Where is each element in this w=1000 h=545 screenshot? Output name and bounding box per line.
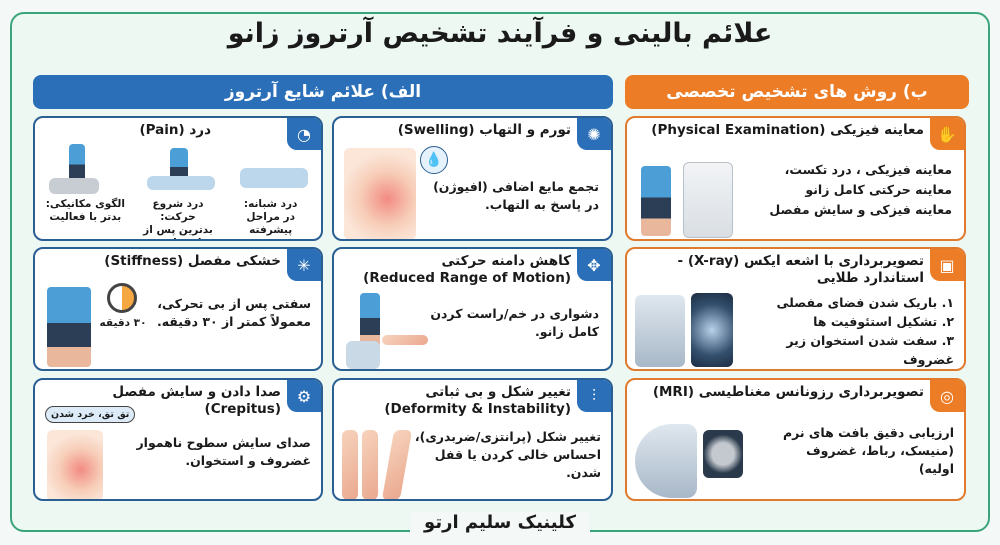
bed-lying-illustration	[240, 168, 308, 188]
card-title: تصویربرداری با اشعه ایکس (X-ray) - استان…	[677, 253, 924, 286]
card-title: کاهش دامنه حرکتی(Reduced Range of Motion…	[363, 253, 571, 286]
patient-illustration	[641, 166, 671, 236]
page-title: علائم بالینی و فرآیند تشخیص آرتروز زانو	[227, 18, 773, 49]
card-deformity: ⫶ تغییر شکل و بی ثباتی(Deformity & Insta…	[332, 378, 613, 501]
bent-leg-illustration	[381, 430, 413, 499]
card-swelling: ✺ تورم و التهاب (Swelling) 💧 تجمع مایع ا…	[332, 116, 613, 241]
xray-icon: ▣	[930, 249, 964, 281]
clock-icon	[107, 283, 137, 313]
card-title: درد (Pain)	[139, 122, 211, 138]
card-title: معاینه فیزیکی (Physical Examination)	[651, 122, 924, 138]
person-chair-illustration	[47, 287, 91, 367]
card-range-of-motion: ✥ کاهش دامنه حرکتی(Reduced Range of Moti…	[332, 247, 613, 371]
stiff-joint-icon: ✳	[287, 249, 321, 281]
card-mri: ◎ تصویربرداری رزونانس مغناطیسی (MRI) ارز…	[625, 378, 966, 501]
hands-knee-icon: ✋	[930, 118, 964, 150]
card-text: تجمع مایع اضافی (افیوژن)در پاسخ به التها…	[433, 179, 599, 212]
pain-item-mechanical: الگوی مکانیکی:بدتر با فعالیت	[45, 198, 125, 223]
card-title: تصویربرداری رزونانس مغناطیسی (MRI)	[652, 384, 924, 400]
leg-illustration	[382, 335, 428, 345]
mri-icon: ◎	[930, 380, 964, 412]
card-text: معاینه فیزیکی ، درد تکست،معاینه حرکتی کا…	[769, 162, 952, 217]
xray-image-illustration	[691, 293, 733, 367]
arrows-icon: ✥	[577, 249, 611, 281]
gears-icon: ⚙	[287, 380, 321, 412]
inflamed-joint-icon: ✺	[577, 118, 611, 150]
card-text: ارزیابی دقیق بافت های نرم(منیسک، رباط، غ…	[782, 425, 954, 476]
straight-leg-illustration	[362, 430, 378, 499]
card-text: تغییر شکل (پرانتزی/ضربدری)،احساس خالی کر…	[414, 429, 601, 480]
card-pain: ◔ درد (Pain) درد شبانه:در مراحل پیشرفته …	[33, 116, 323, 241]
pain-item-night: درد شبانه:در مراحل پیشرفته	[243, 198, 298, 236]
box-seat-illustration	[346, 341, 380, 369]
mri-scanner-illustration	[635, 424, 697, 498]
gauge-icon: ◔	[287, 118, 321, 150]
footer: کلینیک سلیم ارتو	[0, 512, 1000, 533]
straight-leg-illustration	[342, 430, 358, 499]
section-header-diagnosis: ب) روش های تشخیص تخصصی	[625, 75, 969, 109]
card-text: سفتی پس از بی تحرکی،معمولاً کمتر از ۳۰ د…	[156, 296, 311, 329]
stairs-illustration	[49, 178, 99, 194]
section-header-symptoms: الف) علائم شایع آرتروز	[33, 75, 613, 109]
card-title: خشکی مفصل (Stiffness)	[104, 253, 281, 269]
card-xray: ▣ تصویربرداری با اشعه ایکس (X-ray) - است…	[625, 247, 966, 371]
clinic-name: کلینیک سلیم ارتو	[410, 512, 590, 533]
card-physical-exam: ✋ معاینه فیزیکی (Physical Examination) م…	[625, 116, 966, 241]
bed-illustration	[147, 176, 215, 190]
pain-items: درد شبانه:در مراحل پیشرفته درد شروع حرکت…	[39, 198, 317, 239]
swollen-knee-illustration	[344, 148, 416, 239]
card-title: تغییر شکل و بی ثباتی(Deformity & Instabi…	[384, 384, 571, 417]
card-stiffness: ✳ خشکی مفصل (Stiffness) ۳۰ دقیقه سفتی پس…	[33, 247, 323, 371]
brain-scan-illustration	[703, 430, 743, 478]
knee-joint-illustration	[47, 430, 103, 499]
clock-label: ۳۰ دقیقه	[99, 317, 147, 329]
xray-machine-illustration	[635, 295, 685, 367]
sound-bubble: تق تق، خرد شدن	[45, 406, 136, 423]
fluid-drop-icon: 💧	[420, 146, 448, 174]
doctor-illustration	[683, 162, 733, 238]
person-leg-extension-illustration	[360, 293, 380, 349]
card-title: تورم و التهاب (Swelling)	[397, 122, 571, 138]
card-title: صدا دادن و سایش مفصل (Crepitus)	[112, 384, 281, 417]
knee-bones-icon: ⫶	[577, 380, 611, 412]
pain-item-start: درد شروع حرکت:بدترین پس از استراحت	[143, 198, 213, 239]
card-crepitus: ⚙ صدا دادن و سایش مفصل (Crepitus) تق تق،…	[33, 378, 323, 501]
